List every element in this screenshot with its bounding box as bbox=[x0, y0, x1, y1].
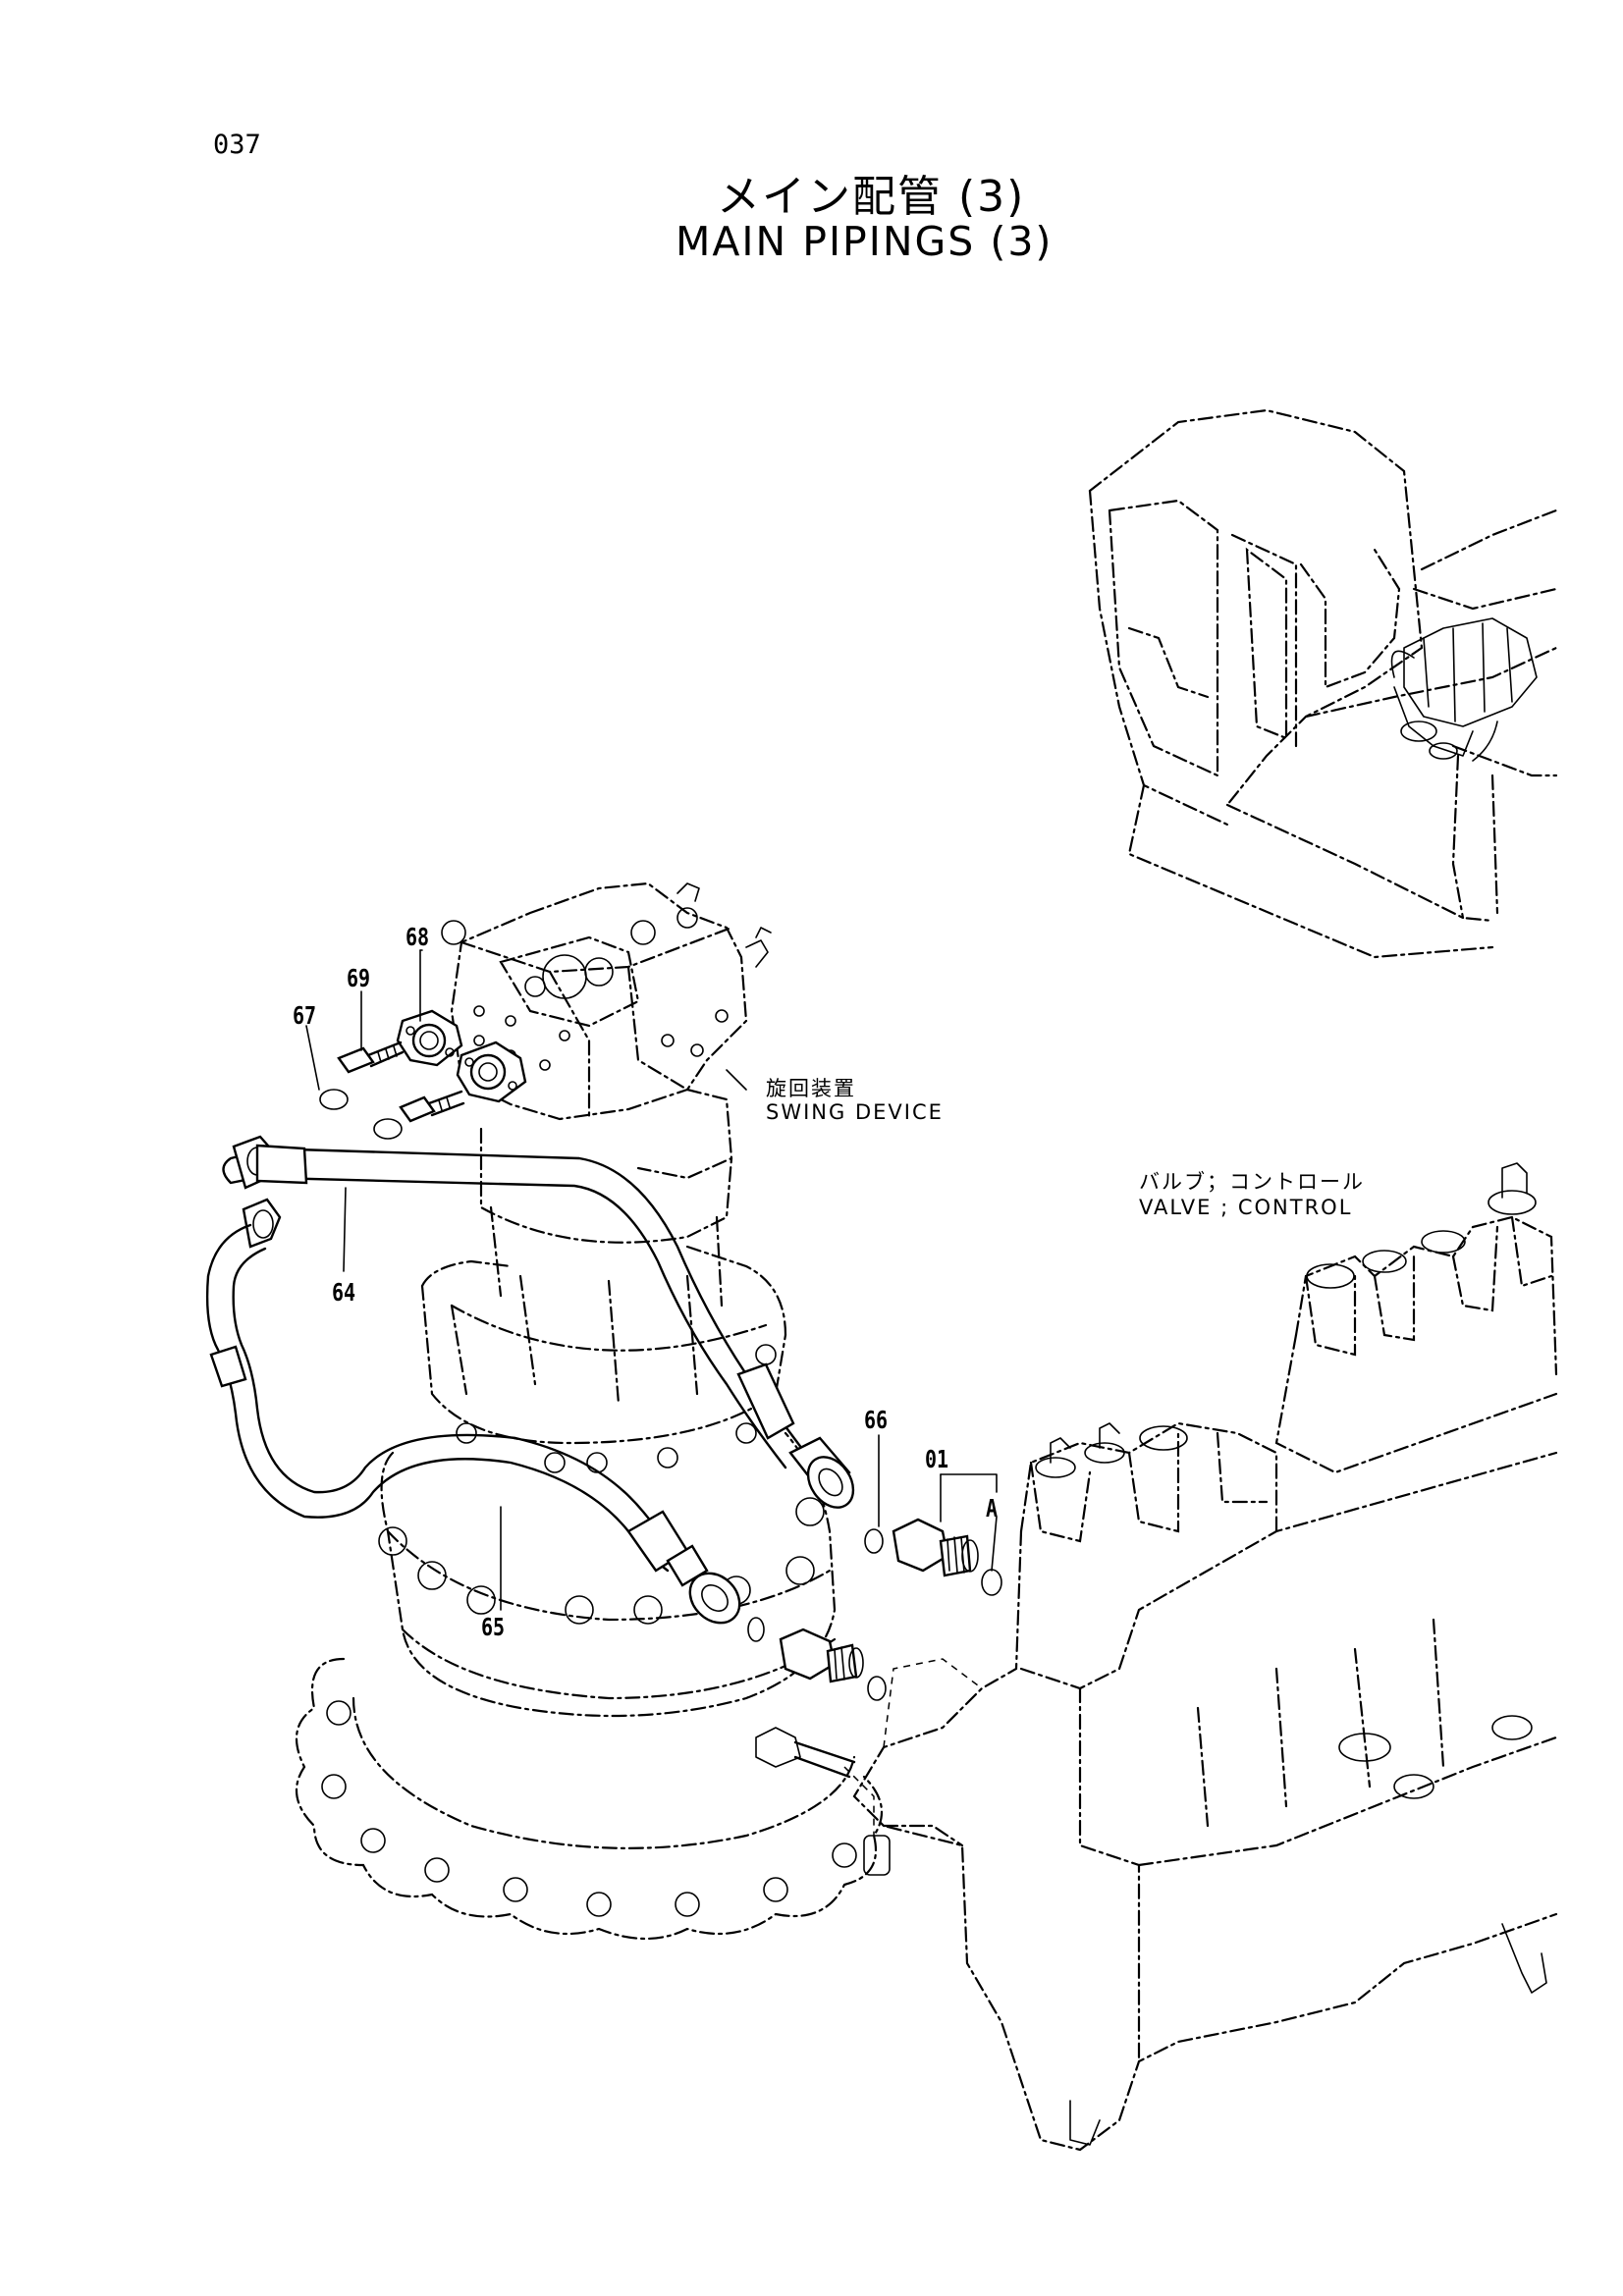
callout-64: 64 bbox=[332, 1278, 356, 1307]
hose-65 bbox=[205, 1198, 741, 1625]
callout-01: 01 bbox=[925, 1445, 949, 1473]
hose-64 bbox=[222, 1135, 855, 1509]
machine-overview bbox=[1088, 408, 1558, 959]
title-english: MAIN PIPINGS (3) bbox=[676, 218, 1054, 265]
adapters bbox=[747, 1434, 1002, 1701]
callout-65: 65 bbox=[481, 1613, 506, 1641]
title-japanese: メイン配管 (3) bbox=[717, 172, 1026, 222]
callout-68: 68 bbox=[406, 923, 430, 951]
callout-A: A bbox=[986, 1494, 999, 1522]
leader-swing-device bbox=[726, 1069, 747, 1091]
swing-device-label-en: SWING DEVICE bbox=[766, 1100, 944, 1124]
flange-assembly bbox=[305, 949, 527, 1140]
control-valve bbox=[755, 1162, 1558, 2152]
callout-66: 66 bbox=[864, 1406, 889, 1434]
callout-67: 67 bbox=[293, 1001, 317, 1030]
callout-69: 69 bbox=[347, 964, 371, 992]
page-number: 037 bbox=[213, 130, 261, 160]
control-valve-label-en: VALVE ; CONTROL bbox=[1139, 1196, 1353, 1219]
control-valve-label-jp: バルブ；コントロール bbox=[1139, 1170, 1365, 1194]
swing-device bbox=[295, 881, 884, 1941]
swing-device-label-jp: 旋回装置 bbox=[766, 1077, 856, 1100]
leader-64 bbox=[343, 1187, 347, 1272]
